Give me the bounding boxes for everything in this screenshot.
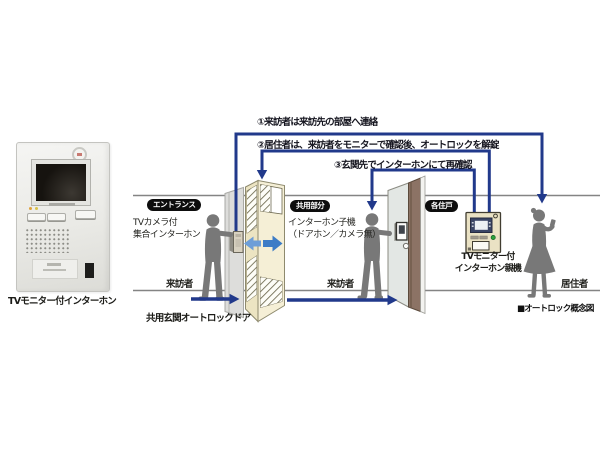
step3-arrowhead-icon [366,201,378,211]
visitor-label-common: 来訪者 [327,279,354,290]
collective-intercom-panel [229,231,244,253]
green-led-icon [490,235,496,240]
speaker-grille [25,228,71,253]
badge-dwelling: 各住戸 [425,200,459,212]
walk-arrowhead-icon [229,293,240,305]
bottom-label-plate [32,259,78,279]
model-text-line [49,203,75,206]
dwelling-device-label: TVモニター付 インターホン親機 [454,252,522,274]
step1-arrowhead-icon [536,194,548,204]
flow-lines [234,132,544,231]
step2-arrowhead-icon [256,170,268,180]
step1-label: ①来訪者は来訪先の部屋へ連絡 [257,116,378,128]
step2-flow-line [260,149,491,213]
photo-caption: TVモニター付インターホン [8,296,117,307]
autolock-door-caption: 共用玄関オートロックドア [146,313,251,324]
phone-icon [549,219,556,227]
slide-right-arrow-icon [263,235,283,252]
slide-left-arrow-icon [244,236,261,251]
badge-common-area: 共用部分 [290,200,331,212]
device-button [47,213,66,221]
resident-silhouette [523,207,556,298]
badge-entrance: エントランス [147,199,202,211]
step3-label: ③玄関先でインターホンにて再確認 [334,159,473,171]
door-release-switch [85,263,94,278]
monitor-screen-frame [31,159,91,206]
tv-monitor-master-unit [465,211,502,254]
intercom-photo [16,142,110,292]
device-button [75,210,96,219]
step3-flow-line [370,168,476,213]
door-knob-icon [402,242,410,250]
entrance-device-label: TVカメラ付 集合インターホン [133,218,201,240]
walk-flow-arrows [191,297,388,302]
resident-label: 居住者 [561,279,588,290]
common-device-label: インターホン子機 （ドアホン／カメラ無） [288,218,381,240]
concept-note: ■オートロック概念図 [517,304,594,314]
led-indicator-icon [35,207,38,210]
walk-arrowhead-icon [387,294,398,306]
intercom-subunit [394,221,408,241]
step2-label: ②居住者は、来訪者をモニターで確認後、オートロックを解錠 [257,139,499,151]
monitor-screen [36,164,86,201]
step1-flow-line [234,132,544,231]
led-indicator-icon [29,207,32,210]
device-button [27,213,46,221]
visitor-label-entrance: 来訪者 [166,279,193,290]
dwelling-door [387,175,426,315]
